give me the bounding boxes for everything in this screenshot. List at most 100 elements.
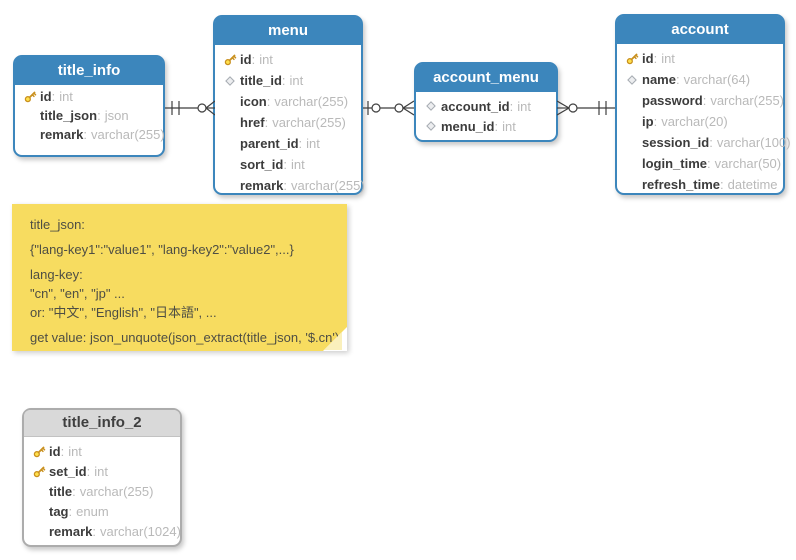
sticky-note[interactable]: title_json: {"lang-key1":"value1", "lang… <box>12 204 347 351</box>
field-separator: : <box>709 135 713 150</box>
table-row[interactable]: parent_id:int <box>215 133 361 154</box>
table-row[interactable]: session_id:varchar(100) <box>617 132 791 153</box>
table-header[interactable]: menu <box>215 17 361 45</box>
table-row[interactable]: id:int <box>215 49 361 70</box>
field-name: session_id <box>642 135 710 150</box>
field-name: login_time <box>642 156 708 171</box>
field-separator: : <box>675 72 680 87</box>
field-name: title_json <box>40 108 98 123</box>
table-row[interactable]: refresh_time:datetime <box>617 174 783 195</box>
field-separator: : <box>72 483 76 499</box>
table-row[interactable]: menu_id:int <box>416 116 556 136</box>
field-type: varchar(255) <box>274 94 349 109</box>
relationship-menu-account_menu[interactable] <box>363 94 414 122</box>
field-type: int <box>68 443 82 459</box>
icon-placeholder <box>32 523 49 539</box>
field-separator: : <box>509 98 514 114</box>
table-header[interactable]: account <box>617 16 783 44</box>
table-row[interactable]: name:varchar(64) <box>617 69 783 90</box>
field-name: id <box>240 52 252 67</box>
field-name: title_id <box>240 73 282 88</box>
table-row[interactable]: remark: varchar(255) <box>215 175 365 196</box>
field-separator: : <box>653 51 658 66</box>
field-name: set_id <box>49 463 87 479</box>
relationship-account_menu-account[interactable] <box>557 94 615 122</box>
table-row[interactable]: id:int <box>15 87 163 106</box>
field-separator: : <box>283 178 287 193</box>
primary-key-icon <box>223 52 240 68</box>
field-type: varchar(255) <box>710 93 785 108</box>
table-row[interactable]: set_id:int <box>24 461 180 481</box>
table-row[interactable]: remark:varchar(1024) <box>24 521 181 541</box>
table-row[interactable]: login_time:varchar(50) <box>617 153 783 174</box>
field-separator: : <box>266 94 271 109</box>
entity-table-title_info[interactable]: title_info id:int title_json:json remark… <box>13 55 165 157</box>
primary-key-icon <box>32 443 49 459</box>
table-title: account_menu <box>433 69 539 86</box>
primary-key-icon <box>23 89 40 105</box>
table-row[interactable]: title_json:json <box>15 106 163 125</box>
field-type: int <box>306 136 320 151</box>
field-name: account_id <box>441 98 510 114</box>
field-separator: : <box>707 156 711 171</box>
icon-placeholder <box>223 178 240 194</box>
note-line: get value: json_unquote(json_extract(tit… <box>30 330 340 345</box>
table-title: title_info <box>57 62 121 79</box>
table-body: id:int title_json:json remark:varchar(25… <box>15 85 165 144</box>
note-line: lang-key: <box>30 267 83 282</box>
field-separator: : <box>60 443 65 459</box>
icon-placeholder <box>625 114 642 130</box>
icon-placeholder <box>223 157 240 173</box>
table-body: id:int name:varchar(64) password:varchar… <box>617 44 791 195</box>
field-type: varchar(64) <box>683 72 751 87</box>
icon-placeholder <box>625 135 642 151</box>
field-type: datetime <box>727 177 778 192</box>
table-row[interactable]: id:int <box>617 48 783 69</box>
field-name: id <box>49 443 61 459</box>
table-row[interactable]: ip:varchar(20) <box>617 111 783 132</box>
table-row[interactable]: account_id:int <box>416 96 556 116</box>
table-header[interactable]: title_info <box>15 57 163 85</box>
field-name: password <box>642 93 703 108</box>
table-header[interactable]: title_info_2 <box>24 410 180 437</box>
entity-table-menu[interactable]: menu id:int title_id:int icon:varchar(25… <box>213 15 365 196</box>
field-type: json <box>104 108 129 123</box>
icon-placeholder <box>625 156 642 172</box>
table-body: id:int title_id:int icon:varchar(255) hr… <box>215 45 365 196</box>
note-folded-corner-icon <box>323 327 347 351</box>
table-row[interactable]: id:int <box>24 441 180 461</box>
table-row[interactable]: title:varchar(255) <box>24 481 180 501</box>
field-name: id <box>642 51 654 66</box>
field-separator: : <box>298 136 303 151</box>
relationship-title_info-menu[interactable] <box>165 94 215 122</box>
table-row[interactable]: icon:varchar(255) <box>215 91 361 112</box>
field-separator: : <box>51 89 56 104</box>
primary-key-icon <box>32 463 49 479</box>
field-separator: : <box>283 157 287 172</box>
field-separator: : <box>720 177 724 192</box>
entity-table-account_menu[interactable]: account_menu account_id:int menu_id:int <box>414 62 558 142</box>
entity-table-title_info_2[interactable]: title_info_2 id:int set_id:int title:var… <box>22 408 182 547</box>
table-row[interactable]: sort_id:int <box>215 154 361 175</box>
field-type: varchar(255) <box>291 178 365 193</box>
field-name: parent_id <box>240 136 299 151</box>
field-type: int <box>517 98 531 114</box>
table-row[interactable]: href:varchar(255) <box>215 112 361 133</box>
table-row[interactable]: password:varchar(255) <box>617 90 785 111</box>
field-name: remark <box>240 178 284 193</box>
primary-key-icon <box>625 51 642 67</box>
icon-placeholder <box>223 94 240 110</box>
table-body: account_id:int menu_id:int <box>416 92 556 136</box>
table-row[interactable]: title_id:int <box>215 70 361 91</box>
table-row[interactable]: tag:enum <box>24 501 180 521</box>
field-type: varchar(100) <box>716 135 791 150</box>
field-name: remark <box>49 523 93 539</box>
icon-placeholder <box>32 503 49 519</box>
entity-table-account[interactable]: account id:int name:varchar(64) password… <box>615 14 791 195</box>
field-type: varchar(1024) <box>100 523 181 539</box>
table-header[interactable]: account_menu <box>416 64 556 92</box>
icon-placeholder <box>23 108 40 124</box>
table-body: id:int set_id:int title:varchar(255) tag… <box>24 437 181 541</box>
table-row[interactable]: remark:varchar(255) <box>15 125 165 144</box>
